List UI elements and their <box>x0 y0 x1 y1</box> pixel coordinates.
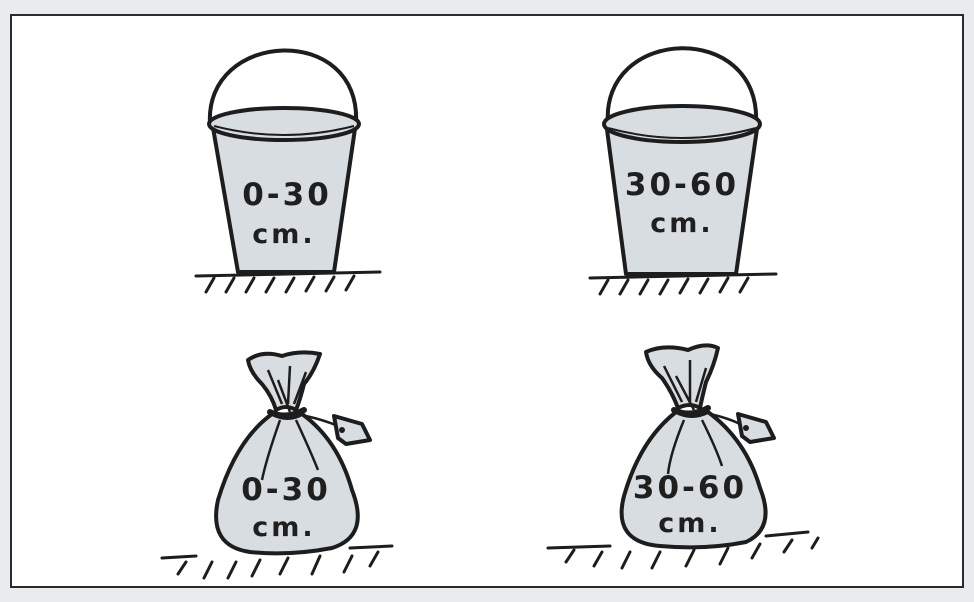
bag-depth-label: 0-30 <box>241 472 331 508</box>
illustration-frame <box>10 14 964 588</box>
bucket-0-30: 0-30 cm. <box>194 48 382 294</box>
bucket-unit-label: cm. <box>252 219 315 250</box>
sample-bag-icon <box>619 343 768 550</box>
label-tag-icon <box>709 412 776 444</box>
label-tag-icon <box>305 414 372 446</box>
bucket-unit-label: cm. <box>650 208 713 239</box>
bag-unit-label: cm. <box>252 512 315 543</box>
ground-hatch-icon <box>588 272 778 296</box>
bucket-30-60: 30-60 cm. <box>588 46 778 296</box>
bag-unit-label: cm. <box>658 508 721 539</box>
sample-bag-icon <box>214 350 360 556</box>
ground-hatch-icon <box>194 270 382 294</box>
bag-30-60: 30-60 cm. <box>546 343 820 570</box>
bucket-icon <box>602 46 762 276</box>
bucket-icon <box>207 48 361 274</box>
bucket-depth-label: 30-60 <box>625 167 739 203</box>
ground-hatch-icon <box>160 544 394 580</box>
ground-hatch-icon <box>546 530 820 570</box>
bag-depth-label: 30-60 <box>633 470 747 506</box>
bucket-depth-label: 0-30 <box>242 177 332 213</box>
bag-0-30: 0-30 cm. <box>160 350 394 580</box>
